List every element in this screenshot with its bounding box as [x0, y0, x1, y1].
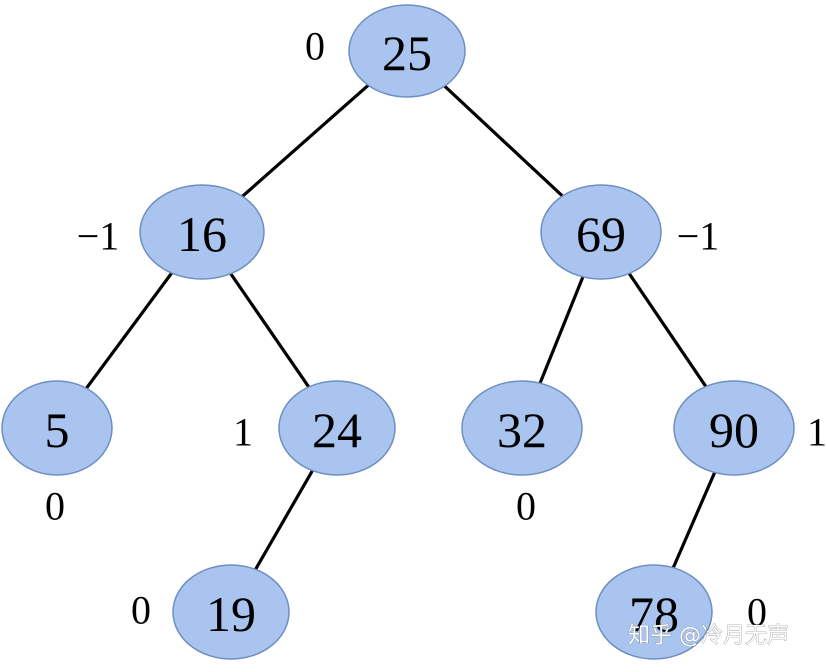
node-key-label: 90	[709, 402, 759, 458]
balance-factor-32: 0	[516, 484, 536, 529]
tree-node-16: 16	[139, 184, 265, 280]
tree-node-69: 69	[540, 184, 662, 280]
balance-factor-24: 1	[233, 410, 253, 455]
balance-factor-69: −1	[677, 214, 720, 259]
tree-node-25: 25	[348, 4, 466, 98]
tree-node-32: 32	[461, 380, 583, 476]
node-ellipse	[461, 380, 583, 476]
balance-factor-16: −1	[77, 214, 120, 259]
watermark-text: 知乎 @冷月无声	[628, 624, 789, 649]
tree-node-24: 24	[278, 380, 396, 476]
node-ellipse	[278, 380, 396, 476]
node-ellipse	[673, 380, 795, 476]
tree-edges	[55, 49, 736, 613]
balance-factor-25: 0	[305, 24, 325, 69]
node-ellipse	[595, 564, 713, 660]
node-key-label: 5	[45, 402, 70, 458]
node-ellipse	[172, 564, 290, 660]
tree-node-5: 5	[1, 380, 113, 476]
tree-nodes: 25 16 69 5 24 32 90 19 78	[1, 4, 795, 660]
node-key-label: 25	[382, 25, 432, 81]
node-key-label: 16	[177, 206, 227, 262]
tree-node-19: 19	[172, 564, 290, 660]
node-ellipse	[540, 184, 662, 280]
node-key-label: 24	[312, 402, 362, 458]
node-key-label: 19	[206, 586, 256, 642]
node-key-label: 78	[629, 586, 679, 642]
node-ellipse	[139, 184, 265, 280]
balance-factor-19: 0	[131, 588, 151, 633]
balance-factors: 0 −1 −1 0 1 0 1 0 0	[45, 24, 826, 635]
tree-node-90: 90	[673, 380, 795, 476]
balance-factor-90: 1	[807, 410, 826, 455]
node-ellipse	[1, 380, 113, 476]
balance-factor-5: 0	[45, 484, 65, 529]
tree-node-78: 78	[595, 564, 713, 660]
node-key-label: 69	[576, 206, 626, 262]
node-ellipse	[348, 4, 466, 98]
node-key-label: 32	[497, 402, 547, 458]
balance-factor-78: 0	[747, 590, 767, 635]
